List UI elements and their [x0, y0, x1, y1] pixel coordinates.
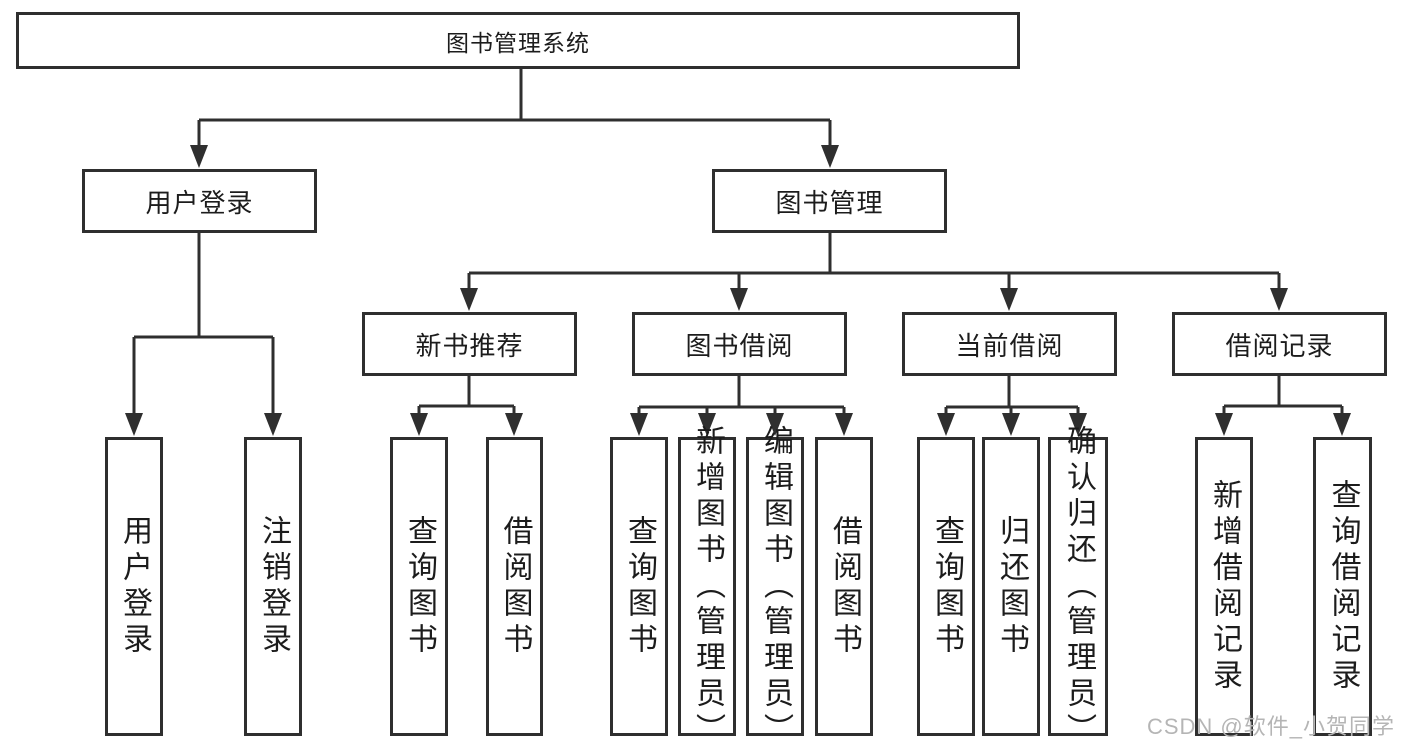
node-user-login: 用户登录 — [82, 169, 317, 233]
leaf-query-borrow-record: 查询借阅记录 — [1313, 437, 1372, 736]
node-label: 借阅图书 — [828, 514, 861, 659]
node-label: 编辑图书（管理员） — [759, 424, 792, 747]
leaf-borrow-books-1: 借阅图书 — [486, 437, 543, 736]
node-label: 注销登录 — [257, 514, 290, 659]
leaf-logout: 注销登录 — [244, 437, 302, 736]
node-label: 确认归还（管理员） — [1062, 424, 1095, 747]
node-label: 新书推荐 — [415, 330, 524, 361]
node-label: 当前借阅 — [955, 330, 1064, 361]
node-label: 新增借阅记录 — [1208, 478, 1241, 695]
node-label: 归还图书 — [995, 514, 1028, 659]
node-label: 图书管理系统 — [446, 29, 590, 56]
leaf-confirm-return-admin: 确认归还（管理员） — [1048, 425, 1108, 747]
node-new-book-recommend: 新书推荐 — [362, 312, 577, 376]
node-library-system: 图书管理系统 — [16, 12, 1020, 69]
node-label: 借阅图书 — [498, 514, 532, 659]
node-label: 图书管理 — [775, 187, 884, 218]
node-label: 用户登录 — [145, 187, 254, 218]
node-label: 图书借阅 — [685, 330, 794, 361]
node-label: 查询图书 — [930, 514, 963, 659]
node-label: 查询图书 — [403, 514, 436, 659]
leaf-add-books-admin: 新增图书（管理员） — [678, 425, 736, 747]
node-book-borrow: 图书借阅 — [632, 312, 847, 376]
node-label: 借阅记录 — [1225, 330, 1334, 361]
node-book-management: 图书管理 — [712, 169, 947, 233]
node-label: 新增图书（管理员） — [691, 424, 724, 747]
watermark: CSDN @软件_小贺同学 — [1146, 714, 1395, 739]
leaf-edit-books-admin: 编辑图书（管理员） — [746, 425, 804, 747]
node-current-borrow: 当前借阅 — [902, 312, 1117, 376]
leaf-query-books-3: 查询图书 — [917, 437, 975, 736]
leaf-add-borrow-record: 新增借阅记录 — [1195, 437, 1253, 736]
node-label: 查询借阅记录 — [1326, 478, 1360, 695]
leaf-borrow-books-2: 借阅图书 — [815, 437, 873, 736]
node-label: 查询图书 — [623, 514, 656, 659]
node-label: 用户登录 — [118, 514, 151, 659]
leaf-query-books-1: 查询图书 — [390, 437, 448, 736]
leaf-return-books: 归还图书 — [982, 437, 1040, 736]
leaf-query-books-2: 查询图书 — [610, 437, 668, 736]
leaf-user-login: 用户登录 — [105, 437, 163, 736]
node-borrow-records: 借阅记录 — [1172, 312, 1387, 376]
